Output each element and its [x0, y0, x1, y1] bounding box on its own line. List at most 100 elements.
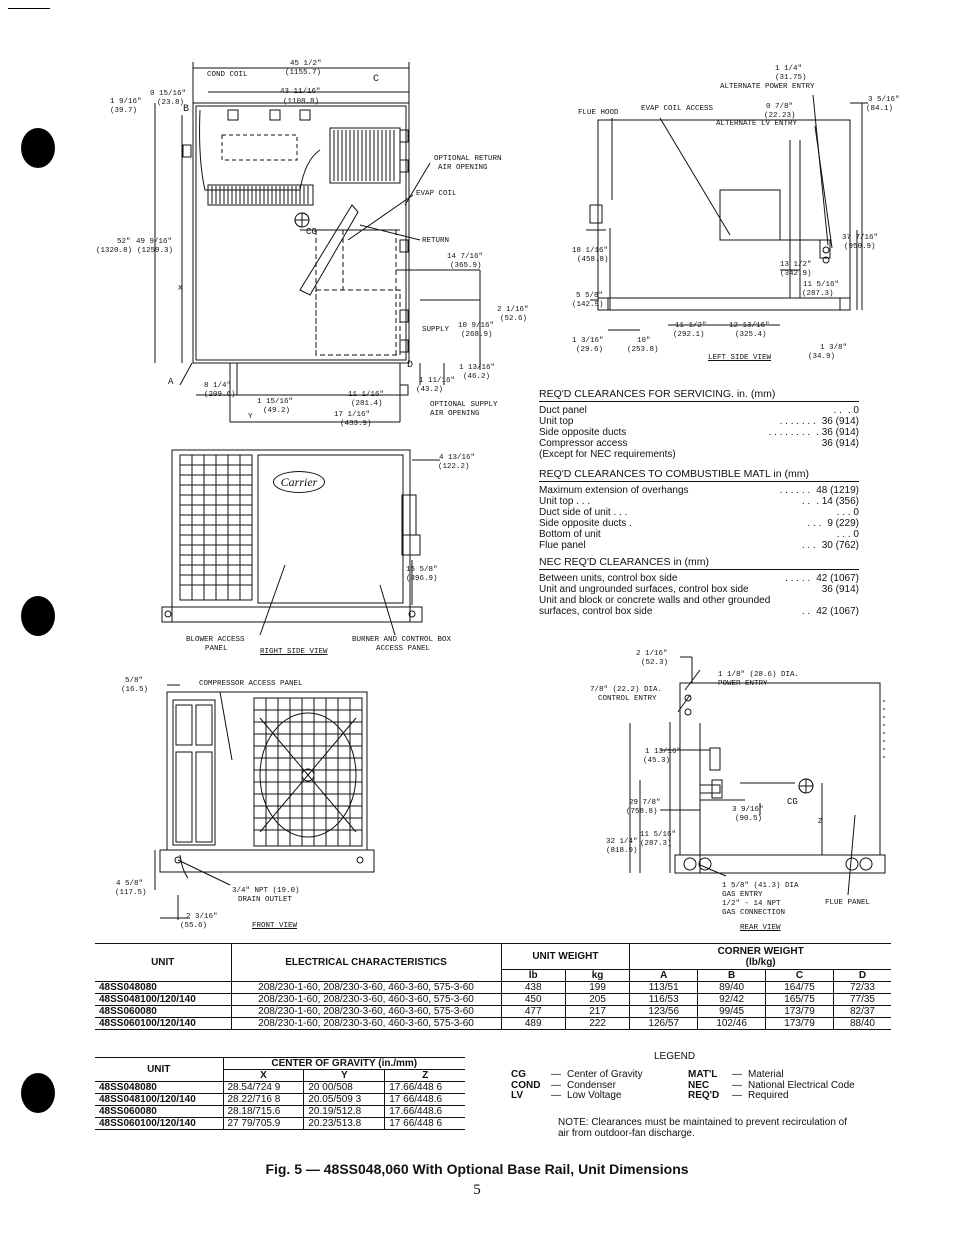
- clearance-row: Side opposite ducts. . . . . . . .. 36 (…: [539, 427, 859, 438]
- cell-z: 17.66/448.6: [384, 1105, 465, 1118]
- clearance-row: surfaces, control box side. .42 (1067): [539, 606, 859, 617]
- dim-rv-power: 2 1/16": [636, 650, 668, 658]
- opt-supply-label: OPTIONAL SUPPLY: [430, 401, 498, 409]
- cell-x: 28.22/716 8: [222, 1093, 305, 1106]
- opt-return-label2: AIR OPENING: [438, 164, 488, 172]
- dim-supply-mm: (268.9): [461, 331, 493, 339]
- control-dia-label: 7/8" (22.2) DIA.: [590, 686, 663, 694]
- cell-unit: 48SS060080: [95, 1105, 224, 1118]
- cell-kg: 205: [564, 993, 631, 1006]
- legend-key: LV: [511, 1090, 524, 1101]
- cell-y: 20.05/509 3: [303, 1093, 386, 1106]
- cg-label: CG: [306, 227, 317, 237]
- clearance-value: 42 (1067): [816, 573, 859, 584]
- cg-col-unit: UNIT: [95, 1057, 224, 1082]
- label-d: D: [407, 360, 414, 371]
- dim-alt-power: 1 1/4": [775, 65, 803, 73]
- dim-fv-drain: 2 3/16": [186, 913, 218, 921]
- clearance-value: 48 (1219): [816, 485, 859, 496]
- clearance-label: Compressor access: [539, 438, 628, 449]
- front-view-title: FRONT VIEW: [252, 922, 298, 930]
- dim-flue: 18 1/16": [572, 247, 609, 255]
- gas-dia-label: 1 5/8" (41.3) DIA: [722, 882, 799, 890]
- cell-c: 164/75: [765, 981, 834, 994]
- figure-caption: Fig. 5 — 48SS048,060 With Optional Base …: [265, 1161, 689, 1177]
- dim-edge: 1 9/16": [110, 98, 142, 106]
- cell-unit: 48SS048080: [95, 1081, 224, 1094]
- dim-lv-mm: (22.23): [764, 112, 796, 120]
- clearance-label: Duct panel: [539, 405, 587, 416]
- clearance-row: Unit top. . . . . . .36 (914): [539, 416, 859, 427]
- dim-lv: 0 7/8": [766, 103, 794, 111]
- clearance-row: Unit and block or concrete walls and oth…: [539, 595, 859, 606]
- cg-col-x: X: [222, 1069, 305, 1082]
- cell-d: 88/40: [832, 1017, 891, 1030]
- clearance-label: Side opposite ducts: [539, 427, 627, 438]
- cell-z: 17 66/448.6: [384, 1093, 465, 1106]
- dim-fv-drain-mm: (55.6): [180, 922, 208, 930]
- supply-label: SUPPLY: [422, 326, 450, 334]
- nec-rows: Between units, control box side. . . . .…: [539, 573, 859, 617]
- cell-x: 27 79/705.9: [222, 1117, 305, 1130]
- cell-lb: 477: [500, 1005, 566, 1018]
- legend-key: MAT'L: [688, 1069, 718, 1080]
- cell-x: 28.18/715.6: [222, 1105, 305, 1118]
- dim-width-mm: (1155.7): [285, 69, 322, 77]
- dim-offset: 0 15/16": [150, 90, 187, 98]
- note: NOTE: Clearances must be maintained to p…: [558, 1117, 847, 1139]
- label-b: B: [183, 104, 190, 115]
- cell-unit: 48SS048100/120/140: [95, 993, 232, 1006]
- clearance-label: Maximum extension of overhangs: [539, 485, 689, 496]
- clearance-label: Unit top . . .: [539, 496, 591, 507]
- legend-value: Required: [748, 1090, 789, 1101]
- clearance-label: surfaces, control box side: [539, 606, 653, 617]
- cell-kg: 222: [564, 1017, 631, 1030]
- cell-y: 20.23/513.8: [303, 1117, 386, 1130]
- cell-a: 116/53: [629, 993, 699, 1006]
- clearance-dots: . . . . . . . .: [768, 427, 811, 438]
- dim-depth2: 49 9/16": [136, 238, 173, 246]
- carrier-logo: Carrier: [273, 471, 325, 493]
- cell-x: 28.54/724 9: [222, 1081, 305, 1094]
- dim-edge-mm: (39.7): [110, 107, 138, 115]
- cond-coil-label: COND COIL: [207, 71, 248, 79]
- cell-c: 173/79: [765, 1017, 834, 1030]
- control-entry-label: CONTROL ENTRY: [598, 695, 657, 703]
- clearance-row: Unit top . . .. .. 14 (356): [539, 496, 859, 507]
- label-a: A: [168, 377, 174, 387]
- clearance-dots: . . .: [807, 518, 822, 529]
- col-d: D: [832, 969, 891, 982]
- dim-edge: 1 3/16": [572, 337, 604, 345]
- corner-weight-title: CORNER WEIGHT: [717, 945, 804, 957]
- clearance-dots: . .: [833, 405, 842, 416]
- legend-key: REQ'D: [688, 1090, 720, 1101]
- clearance-dots: . . . . . . .: [779, 416, 816, 427]
- dim-rail-mm: (34.9): [808, 353, 836, 361]
- dim-supply: 10 9/16": [458, 322, 495, 330]
- clearance-row: Unit and ungrounded surfaces, control bo…: [539, 584, 859, 595]
- cell-c: 173/79: [765, 1005, 834, 1018]
- dim-return: 14 7/16": [447, 253, 484, 261]
- dim-rail: 1 3/8": [820, 344, 848, 352]
- flue-hood-label: FLUE HOOD: [578, 109, 619, 117]
- legend-key: NEC: [688, 1079, 710, 1091]
- dim-depth2-mm: (1259.3): [137, 247, 174, 255]
- legend-item: LV—Low Voltage: [511, 1090, 622, 1101]
- dim-depth: 52": [117, 238, 131, 246]
- legend-title: LEGEND: [654, 1051, 696, 1062]
- nec-title: NEC REQ'D CLEARANCES in (mm): [539, 557, 859, 570]
- dim-width: 45 1/2": [290, 60, 322, 68]
- cell-lb: 438: [500, 981, 566, 994]
- label-c: C: [373, 74, 380, 85]
- cell-elec: 208/230-1-60, 208/230-3-60, 460-3-60, 57…: [230, 1017, 502, 1030]
- clearance-value: 36 (914): [821, 584, 859, 595]
- legend-col-2: MAT'L—Material NEC—National Electrical C…: [688, 1069, 855, 1102]
- dim-fv-base-mm: (117.5): [115, 889, 147, 897]
- rear-view-title: REAR VIEW: [740, 924, 781, 932]
